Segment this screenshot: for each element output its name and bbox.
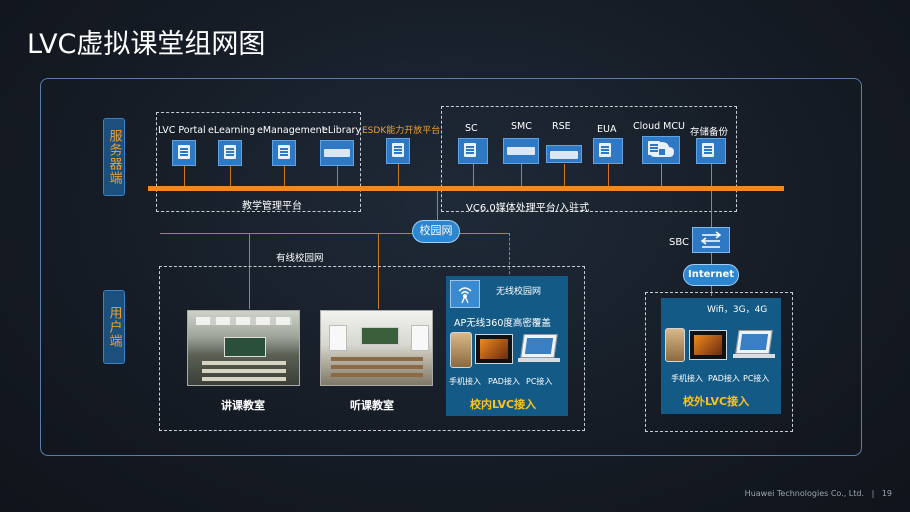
sbc-device-icon xyxy=(692,227,730,253)
campus-access-label: 校内LVC接入 xyxy=(470,398,537,411)
media-platform-label: VC6.0媒体处理平台/入驻式 xyxy=(466,203,590,214)
rack-server-icon xyxy=(546,145,582,163)
tablet-icon xyxy=(475,334,513,364)
server-label: LVC Portal xyxy=(158,125,206,136)
device-label: PAD接入 xyxy=(708,374,740,383)
external-access-zone xyxy=(645,292,793,432)
diagram-frame xyxy=(40,78,862,456)
cloud-server-icon xyxy=(642,136,680,164)
wireless-campus-panel: 无线校园网 AP无线360度高密覆盖 手机接入 PAD接入 PC接入 校内LVC… xyxy=(446,276,568,416)
external-access-label: 校外LVC接入 xyxy=(683,395,750,408)
footer-separator: | xyxy=(871,489,875,498)
server-icon xyxy=(696,138,726,164)
server-label: eLibrary xyxy=(322,125,362,136)
server-label: ESDK能力开放平台 xyxy=(362,126,441,136)
server-icon xyxy=(172,140,196,166)
device-label: PAD接入 xyxy=(488,377,520,386)
server-label: EUA xyxy=(597,124,617,135)
server-icon xyxy=(593,138,623,164)
footer: Huawei Technologies Co., Ltd. | 19 xyxy=(745,489,892,498)
footer-company: Huawei Technologies Co., Ltd. xyxy=(744,489,865,498)
server-label: Cloud MCU xyxy=(633,121,685,132)
server-label: SC xyxy=(465,123,478,134)
internet-cloud: Internet xyxy=(683,264,739,286)
listening-room-image xyxy=(320,310,433,386)
server-label: SMC xyxy=(511,121,532,132)
external-access-panel: Wifi，3G，4G 手机接入 PAD接入 PC接入 校外LVC接入 xyxy=(661,298,781,414)
server-side-label: 服务器端 xyxy=(103,118,125,196)
wired-network-label: 有线校园网 xyxy=(276,253,324,264)
device-label: PC接入 xyxy=(743,374,770,383)
laptop-icon xyxy=(520,334,558,358)
campus-network-cloud: 校园网 xyxy=(412,220,460,243)
server-label: eManagement xyxy=(257,125,326,136)
sbc-label: SBC xyxy=(669,237,690,248)
rack-server-icon xyxy=(320,140,354,166)
server-label: eLearning xyxy=(208,125,256,136)
laptop-icon xyxy=(735,330,773,354)
device-label: 手机接入 xyxy=(449,377,481,386)
server-label: RSE xyxy=(552,121,571,132)
device-label: PC接入 xyxy=(526,377,553,386)
rack-server-icon xyxy=(503,138,539,164)
page-number: 19 xyxy=(881,489,892,498)
server-icon xyxy=(218,140,242,166)
teaching-platform-label: 教学管理平台 xyxy=(242,201,302,212)
tablet-icon xyxy=(689,330,727,360)
user-side-label: 用户端 xyxy=(103,290,125,364)
wireless-coverage: AP无线360度高密覆盖 xyxy=(454,318,551,329)
teaching-platform-box xyxy=(156,112,361,212)
wireless-ap-icon xyxy=(450,280,480,308)
listening-room-label: 听课教室 xyxy=(350,399,394,412)
lecture-room-image xyxy=(187,310,300,386)
page-title: LVC虚拟课堂组网图 xyxy=(27,29,266,60)
wired-network-zone xyxy=(159,266,585,431)
backbone-bus xyxy=(148,186,784,191)
media-platform-box xyxy=(441,106,737,212)
phone-icon xyxy=(665,328,685,362)
phone-icon xyxy=(450,332,472,368)
server-icon xyxy=(458,138,488,164)
wireless-title: 无线校园网 xyxy=(496,287,542,297)
server-icon xyxy=(386,138,410,164)
lecture-room-label: 讲课教室 xyxy=(221,399,265,412)
server-icon xyxy=(272,140,296,166)
device-label: 手机接入 xyxy=(671,374,703,383)
server-label: 存储备份 xyxy=(690,127,729,138)
external-title: Wifi，3G，4G xyxy=(707,305,768,315)
